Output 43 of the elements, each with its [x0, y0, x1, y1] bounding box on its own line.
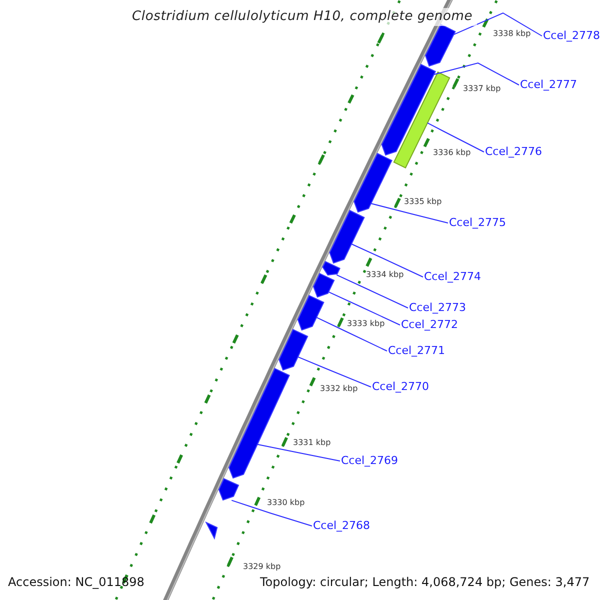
gene-feature [297, 294, 324, 331]
gene-feature [329, 210, 365, 264]
position-label: 3337 kbp [463, 84, 501, 94]
position-label: 3332 kbp [320, 384, 358, 394]
gene-feature [424, 24, 456, 67]
gene-label: Ccel_2773 [409, 301, 466, 315]
gene-label: Ccel_2770 [372, 380, 430, 394]
gene-label: Ccel_2776 [485, 145, 542, 159]
gene-feature [218, 478, 240, 501]
position-label: 3338 kbp [493, 29, 531, 39]
position-label: 3329 kbp [243, 562, 281, 572]
gene-feature [278, 328, 308, 371]
gene-label: Ccel_2768 [313, 519, 370, 533]
leader-line [256, 444, 340, 462]
leader-line [351, 244, 424, 278]
leader-line [453, 12, 542, 36]
leader-line [328, 291, 400, 326]
gene-label: Ccel_2778 [543, 29, 600, 43]
gene-label: Ccel_2771 [388, 344, 446, 358]
position-label: 3335 kbp [404, 197, 442, 207]
gene-label: Ccel_2777 [520, 78, 578, 92]
gene-label: Ccel_2774 [424, 270, 482, 284]
leader-line [370, 203, 448, 224]
leader-line [427, 122, 484, 152]
info-text: Topology: circular; Length: 4,068,724 bp; Genes: 3,477 [260, 574, 590, 590]
gene-label: Ccel_2775 [449, 216, 506, 230]
gene-feature [354, 152, 392, 213]
gene-feature [205, 521, 218, 540]
position-label: 3334 kbp [366, 270, 404, 280]
gene-label: Ccel_2769 [341, 454, 398, 468]
gene-feature [228, 368, 290, 479]
gene-feature [322, 260, 340, 276]
info-text: Accession: NC_011898 [8, 574, 144, 590]
position-label: 3331 kbp [293, 438, 331, 448]
leader-line [336, 274, 408, 308]
leader-line [298, 356, 372, 388]
leader-line [316, 316, 388, 352]
leader-line [433, 62, 520, 86]
position-label: 3336 kbp [433, 148, 471, 158]
position-label: 3333 kbp [347, 319, 385, 329]
position-label: 3330 kbp [267, 498, 305, 508]
gene-label: Ccel_2772 [401, 318, 458, 332]
leader-line [231, 500, 312, 526]
